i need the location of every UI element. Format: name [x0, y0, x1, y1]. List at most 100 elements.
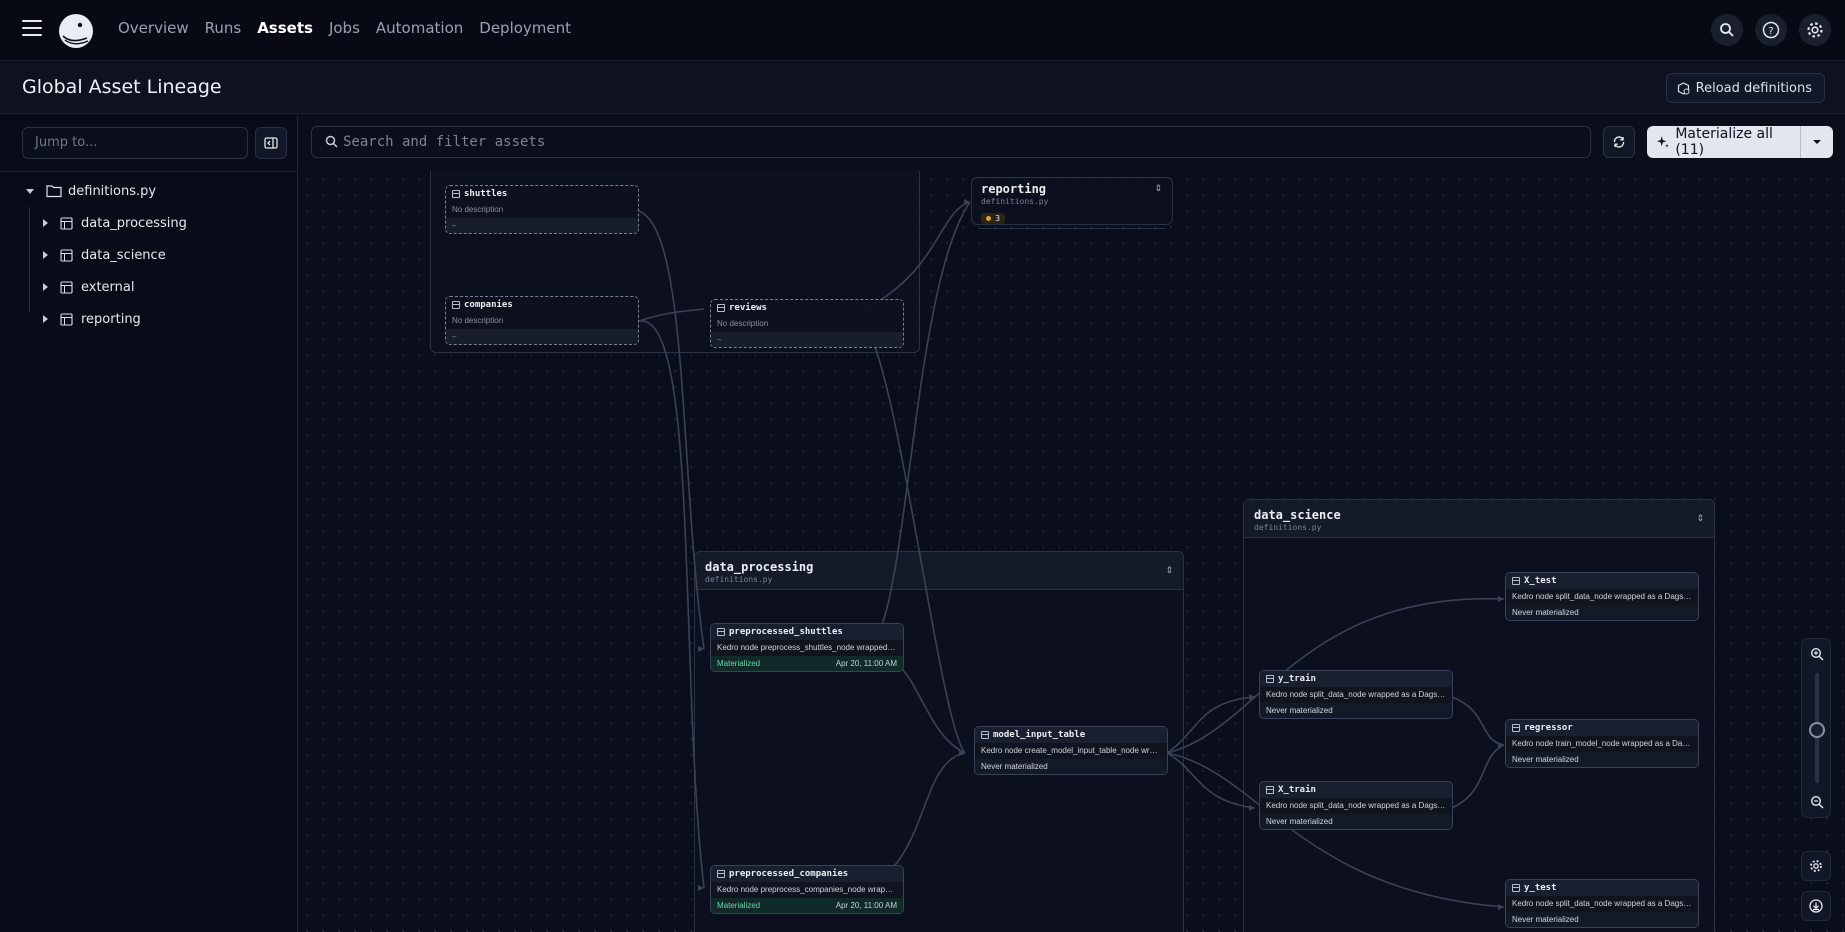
asset-graph-canvas[interactable]: reporting definitions.py 3 ⇕ data_proces… — [299, 171, 1845, 932]
chevron-right-icon[interactable] — [43, 251, 48, 259]
reload-icon — [1677, 81, 1690, 95]
group-reporting[interactable]: reporting definitions.py 3 ⇕ — [971, 177, 1173, 225]
group-file: definitions.py — [1254, 523, 1322, 532]
asset-node-y-test[interactable]: y_test Kedro node split_data_node wrappe… — [1505, 879, 1699, 928]
help-button[interactable]: ? — [1755, 14, 1787, 46]
nav-assets[interactable]: Assets — [257, 19, 313, 37]
zoom-in-button[interactable] — [1802, 639, 1832, 669]
materialize-options-dropdown[interactable] — [1801, 126, 1833, 158]
tree-item-definitions[interactable]: definitions.py — [0, 175, 298, 207]
asset-group-icon — [60, 216, 73, 230]
asset-node-companies[interactable]: companies No description – — [445, 296, 639, 345]
asset-name: model_input_table — [993, 730, 1086, 740]
help-icon: ? — [1762, 21, 1780, 39]
status-text: Never materialized — [1266, 817, 1333, 826]
chevron-down-icon[interactable] — [26, 188, 34, 194]
search-button[interactable] — [1711, 14, 1743, 46]
zoom-slider-handle[interactable] — [1809, 722, 1825, 738]
chevron-right-icon[interactable] — [43, 219, 48, 227]
group-title: reporting — [981, 182, 1047, 196]
asset-status: – — [446, 218, 638, 233]
edge — [638, 308, 705, 322]
reporting-stack-edge — [979, 227, 1165, 229]
asset-node-x-train[interactable]: X_train Kedro node split_data_node wrapp… — [1259, 781, 1453, 830]
menu-icon[interactable] — [22, 20, 42, 38]
settings-button[interactable] — [1799, 14, 1831, 46]
edge — [1166, 598, 1505, 754]
asset-node-regressor[interactable]: regressor Kedro node train_model_node wr… — [1505, 719, 1699, 768]
asset-description: Kedro node train_model_node wrapped as a… — [1512, 739, 1698, 748]
asset-name: y_train — [1278, 674, 1316, 684]
download-graph-button[interactable] — [1801, 891, 1831, 921]
nav-runs[interactable]: Runs — [204, 19, 242, 37]
collapse-group-icon[interactable]: ⇕ — [1165, 566, 1173, 576]
asset-description: Kedro node preprocess_companies_node wra… — [717, 885, 903, 894]
asset-description: Kedro node create_model_input_table_node… — [981, 746, 1167, 755]
status-text: – — [452, 332, 457, 341]
collapse-sidebar-button[interactable] — [255, 127, 287, 159]
asset-node-x-test[interactable]: X_test Kedro node split_data_node wrappe… — [1505, 572, 1699, 621]
edge-arrow — [964, 199, 970, 205]
status-text: – — [452, 221, 457, 230]
status-text: Never materialized — [1512, 915, 1579, 924]
asset-group-icon — [60, 312, 73, 326]
materialize-all-main[interactable]: Materialize all (11) — [1647, 126, 1801, 158]
edge — [864, 201, 971, 310]
zoom-out-button[interactable] — [1802, 787, 1832, 817]
edge — [864, 201, 971, 650]
asset-node-preprocessed-shuttles[interactable]: preprocessed_shuttles Kedro node preproc… — [710, 623, 904, 672]
refresh-button[interactable] — [1603, 126, 1635, 158]
nav-deployment[interactable]: Deployment — [479, 19, 572, 37]
asset-node-shuttles[interactable]: shuttles No description – — [445, 185, 639, 234]
table-icon — [1266, 675, 1274, 683]
gear-icon — [1810, 860, 1822, 872]
table-icon — [1512, 724, 1520, 732]
jump-to-input[interactable]: Jump to... — [22, 127, 248, 159]
dagster-logo[interactable] — [57, 12, 95, 50]
asset-name: X_test — [1524, 576, 1557, 586]
asset-description: No description — [452, 205, 504, 214]
status-text: Never materialized — [1266, 706, 1333, 715]
asset-name: shuttles — [464, 189, 508, 199]
zoom-in-icon — [1810, 647, 1824, 661]
sidebar-collapse-icon — [264, 137, 278, 149]
tree-item-external[interactable]: external — [0, 271, 298, 303]
asset-tree: definitions.py data_processing data_scie… — [0, 175, 298, 335]
nav-automation[interactable]: Automation — [375, 19, 464, 37]
search-icon — [1720, 23, 1734, 37]
badge-count: 3 — [995, 214, 1001, 223]
table-icon — [717, 870, 725, 878]
tree-item-data-processing[interactable]: data_processing — [0, 207, 298, 239]
edge-arrow — [1498, 596, 1504, 602]
graph-settings-button[interactable] — [1801, 851, 1831, 881]
asset-node-y-train[interactable]: y_train Kedro node split_data_node wrapp… — [1259, 670, 1453, 719]
asset-name: reviews — [729, 303, 767, 313]
collapse-group-icon[interactable]: ⇕ — [1696, 514, 1704, 524]
asset-description: No description — [452, 316, 504, 325]
status-text: – — [717, 335, 722, 344]
asset-name: y_test — [1524, 883, 1557, 893]
asset-count-badge: 3 — [981, 213, 1006, 224]
chevron-right-icon[interactable] — [43, 283, 48, 291]
table-icon — [452, 190, 460, 198]
nav-overview[interactable]: Overview — [118, 19, 189, 37]
status-text: Never materialized — [981, 762, 1048, 771]
asset-node-reviews[interactable]: reviews No description – — [710, 299, 904, 348]
tree-item-reporting[interactable]: reporting — [0, 303, 298, 335]
asset-status: Never materialized — [975, 759, 1167, 774]
edge-arrow — [1249, 694, 1255, 700]
expand-group-icon[interactable]: ⇕ — [1154, 184, 1162, 194]
edge — [864, 325, 966, 754]
materialize-all-button[interactable]: Materialize all (11) — [1647, 126, 1833, 158]
asset-search-input[interactable]: Search and filter assets — [311, 126, 1591, 158]
asset-status: – — [711, 332, 903, 347]
reload-definitions-button[interactable]: Reload definitions — [1665, 73, 1825, 103]
tree-item-data-science[interactable]: data_science — [0, 239, 298, 271]
table-icon — [717, 628, 725, 636]
asset-node-model-input-table[interactable]: model_input_table Kedro node create_mode… — [974, 726, 1168, 775]
chevron-right-icon[interactable] — [43, 315, 48, 323]
nav-jobs[interactable]: Jobs — [328, 19, 360, 37]
status-text: Never materialized — [1512, 755, 1579, 764]
sidebar-divider — [0, 171, 298, 172]
asset-node-preprocessed-companies[interactable]: preprocessed_companies Kedro node prepro… — [710, 865, 904, 914]
